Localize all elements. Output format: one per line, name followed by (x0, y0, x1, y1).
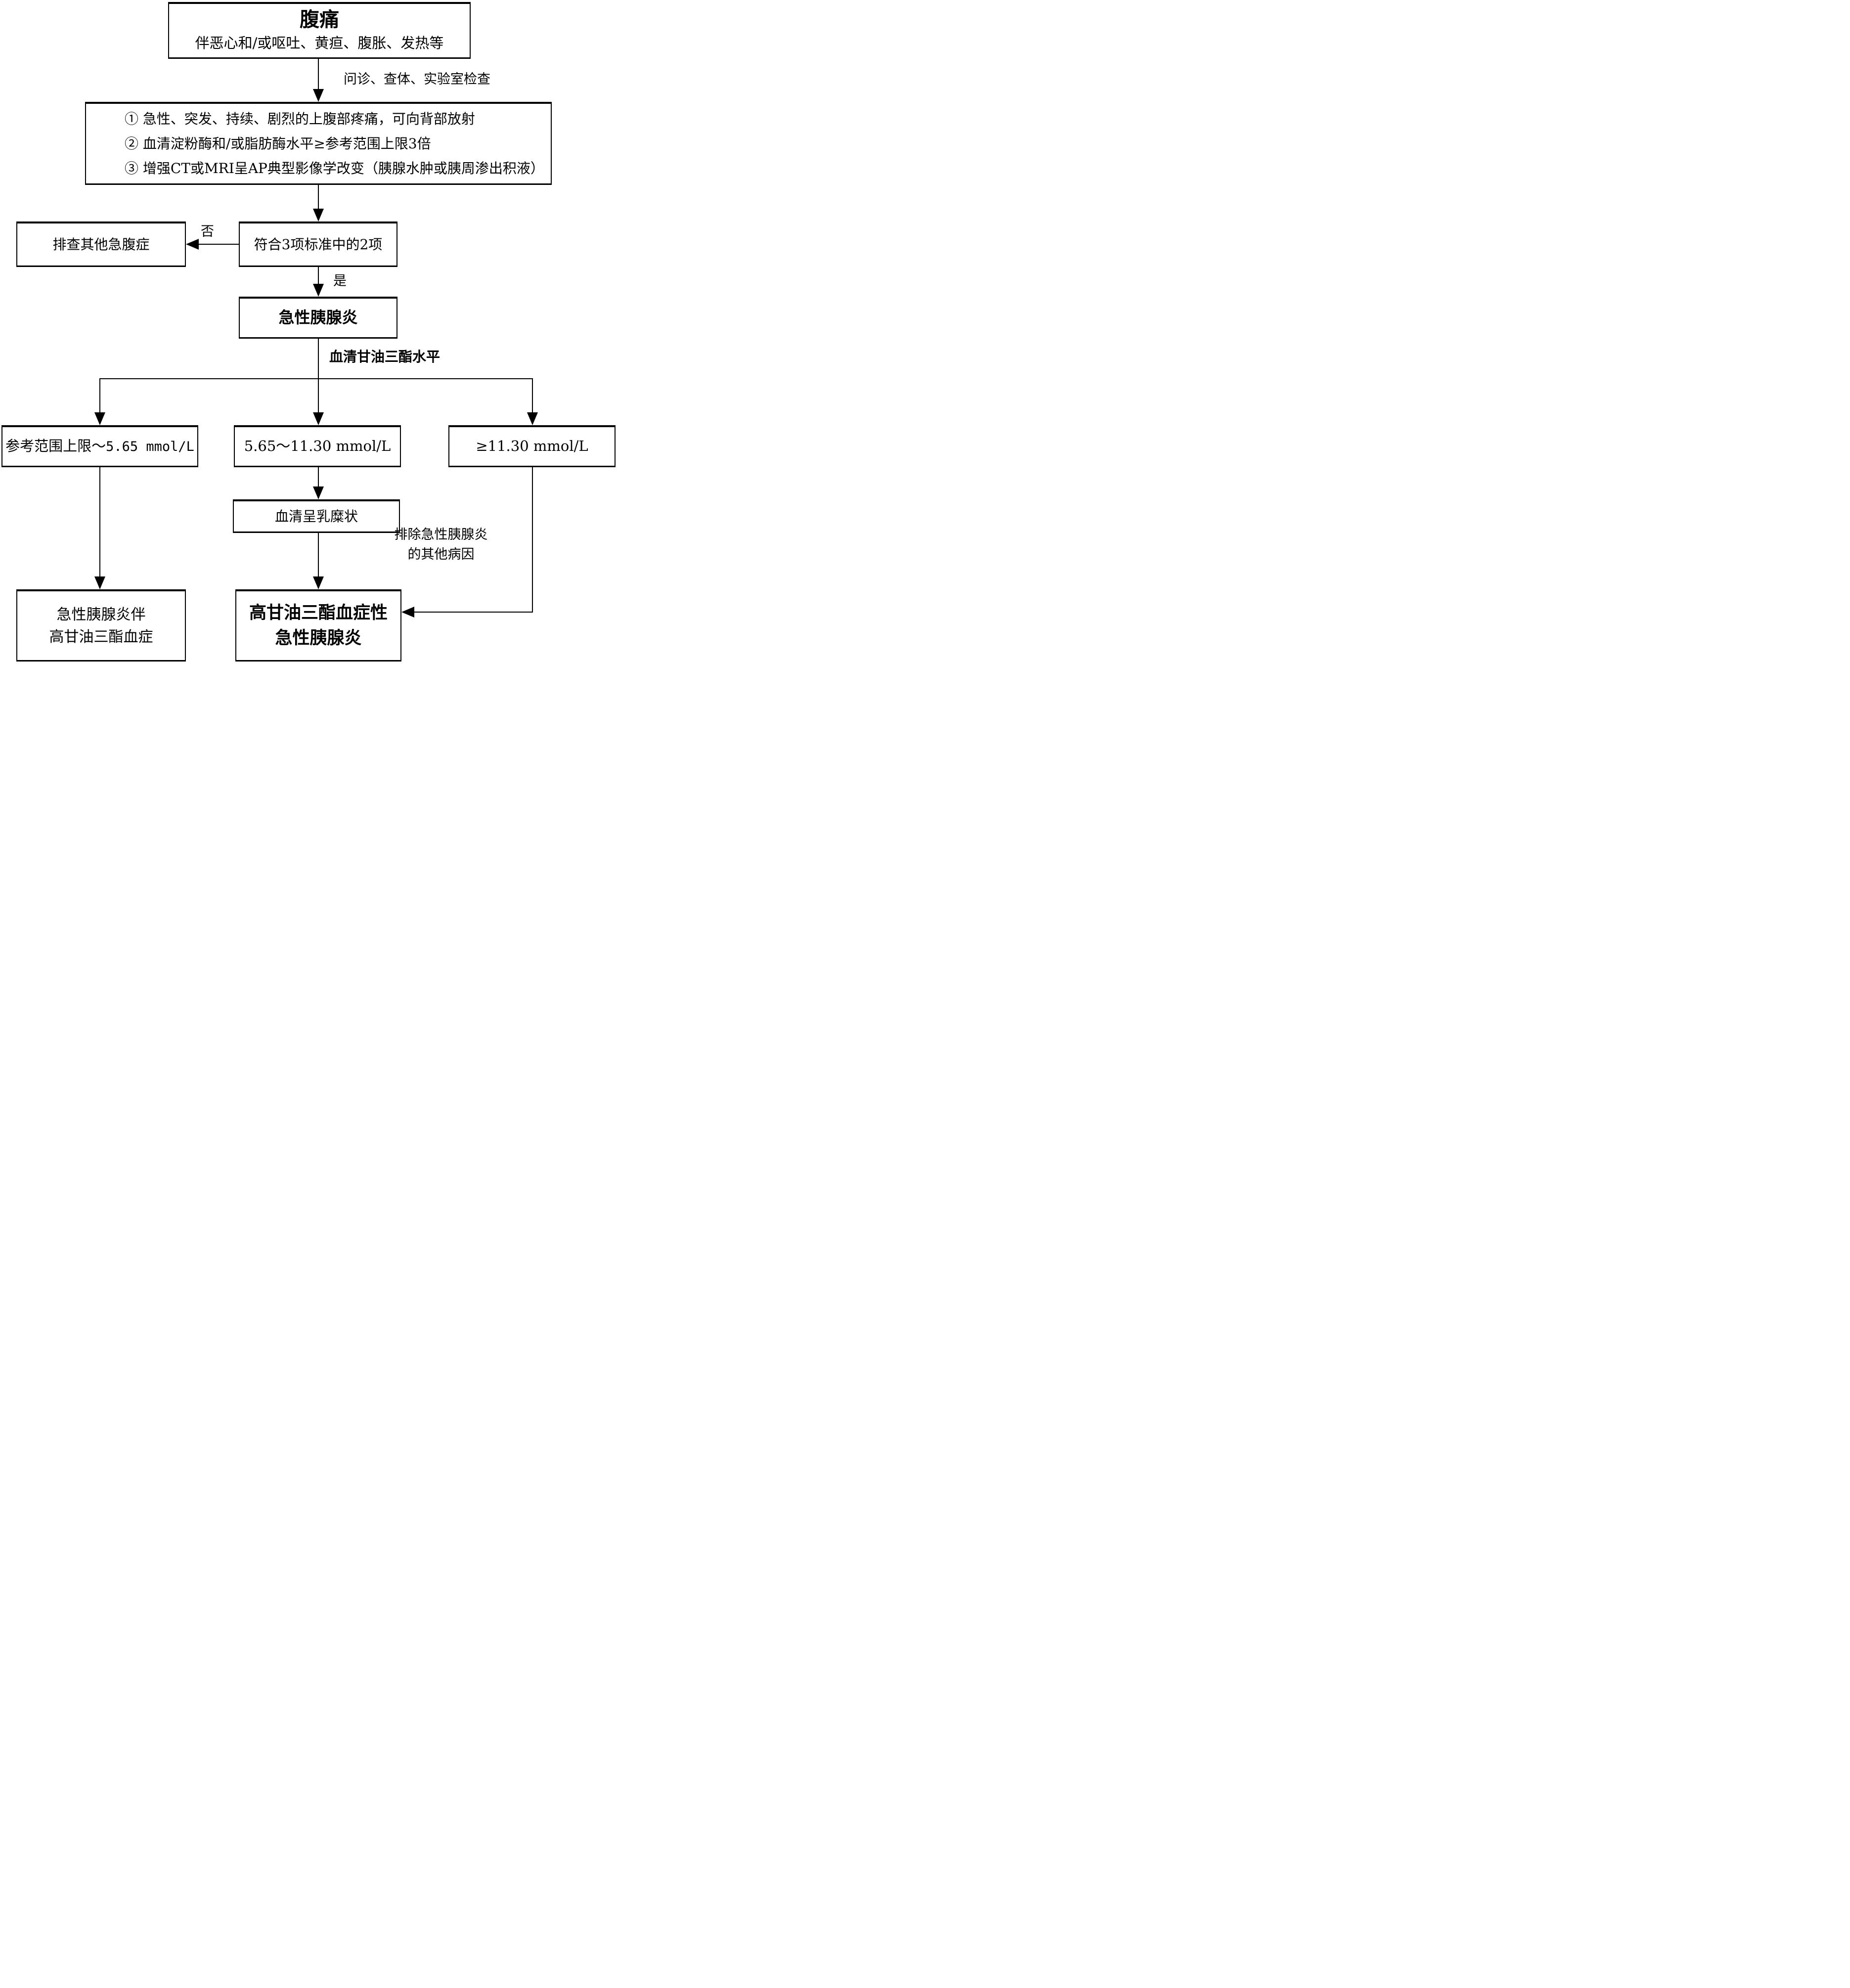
tg-stem-line (318, 339, 319, 378)
symptom-title: 腹痛 (300, 8, 339, 32)
arrow-milky-to-outcome-shaft (318, 533, 319, 576)
arrow-left-to-outcome-head (94, 576, 105, 589)
outcome-htg-ap-box: 高甘油三酯血症性 急性胰腺炎 (235, 589, 401, 662)
criteria-item-2: ② 血清淀粉酶和/或脂肪酶水平≥参考范围上限3倍 (125, 135, 431, 152)
branch-mid-stem (318, 378, 319, 413)
tg-range-mid-label: 5.65～11.30 mmol/L (244, 438, 391, 455)
branch-mid-head (313, 412, 324, 425)
outcome-ap-with-htg-box: 急性胰腺炎伴 高甘油三酯血症 (16, 589, 186, 662)
arrow-milky-to-outcome-head (313, 576, 324, 589)
right-branch-horizontal-line (414, 612, 533, 613)
exclude-other-cause-line1: 排除急性胰腺炎 (394, 527, 488, 542)
outcome-htg-ap-line1: 高甘油三酯血症性 (249, 602, 388, 623)
arrow-no-head (186, 239, 199, 250)
no-label: 否 (201, 224, 214, 239)
tg-level-label: 血清甘油三酯水平 (329, 349, 440, 365)
exclude-other-cause-line2: 的其他病因 (407, 547, 475, 562)
arrow-yes-shaft (318, 267, 319, 284)
tg-range-low-prefix: 参考范围上限～ (5, 438, 106, 455)
symptom-subtitle: 伴恶心和/或呕吐、黄疸、腹胀、发热等 (195, 35, 444, 52)
right-branch-head (401, 607, 414, 618)
right-branch-down-line (532, 467, 533, 613)
branch-left-stem (99, 378, 100, 413)
arrow-yes-head (313, 284, 324, 297)
exclude-other-cause-label: 排除急性胰腺炎 的其他病因 (377, 525, 505, 565)
branch-right-stem (532, 378, 533, 413)
arrow-criteria-to-decision-head (313, 209, 324, 221)
tg-range-high-box: ≥11.30 mmol/L (448, 425, 616, 467)
flowchart-canvas: 腹痛 伴恶心和/或呕吐、黄疸、腹胀、发热等 问诊、查体、实验室检查 ① 急性、突… (0, 0, 617, 663)
milky-serum-label: 血清呈乳糜状 (274, 508, 358, 525)
tg-range-high-label: ≥11.30 mmol/L (476, 438, 588, 455)
arrow-symptom-to-criteria-shaft (318, 59, 319, 89)
exclude-box-label: 排查其他急腹症 (52, 236, 150, 253)
outcome-ap-with-htg-line2: 高甘油三酯血症 (49, 628, 153, 646)
criteria-item-1: ① 急性、突发、持续、剧烈的上腹部疼痛，可向背部放射 (125, 110, 475, 127)
outcome-ap-with-htg-line1: 急性胰腺炎伴 (56, 606, 146, 623)
criteria-item-3: ③ 增强CT或MRI呈AP典型影像学改变（胰腺水肿或胰周渗出积液） (125, 160, 544, 177)
branch-left-head (94, 412, 105, 425)
branch-right-head (527, 412, 538, 425)
branch-distribution-line (100, 378, 533, 379)
arrow-symptom-to-criteria-head (313, 89, 324, 102)
arrow-left-to-outcome-shaft (99, 467, 100, 576)
exclude-other-acute-abdomen-box: 排查其他急腹症 (16, 221, 186, 267)
acute-pancreatitis-box: 急性胰腺炎 (239, 297, 397, 339)
tg-range-low-value: 5.65 mmol/L (106, 439, 194, 455)
symptom-box: 腹痛 伴恶心和/或呕吐、黄疸、腹胀、发热等 (168, 2, 471, 59)
yes-label: 是 (333, 273, 347, 289)
decision-box-label: 符合3项标准中的2项 (254, 236, 383, 253)
arrow-mid-to-milky-shaft (318, 467, 319, 486)
arrow-mid-to-milky-head (313, 486, 324, 499)
decision-box: 符合3项标准中的2项 (239, 221, 397, 267)
milky-serum-box: 血清呈乳糜状 (233, 499, 400, 533)
acute-pancreatitis-label: 急性胰腺炎 (278, 308, 358, 327)
tg-range-low-box: 参考范围上限～5.65 mmol/L (1, 425, 198, 467)
exam-label: 问诊、查体、实验室检查 (344, 72, 490, 87)
arrow-criteria-to-decision-shaft (318, 185, 319, 209)
tg-range-mid-box: 5.65～11.30 mmol/L (234, 425, 401, 467)
arrow-no-shaft (197, 244, 239, 245)
criteria-box: ① 急性、突发、持续、剧烈的上腹部疼痛，可向背部放射 ② 血清淀粉酶和/或脂肪酶… (85, 102, 552, 185)
outcome-htg-ap-line2: 急性胰腺炎 (275, 627, 362, 648)
